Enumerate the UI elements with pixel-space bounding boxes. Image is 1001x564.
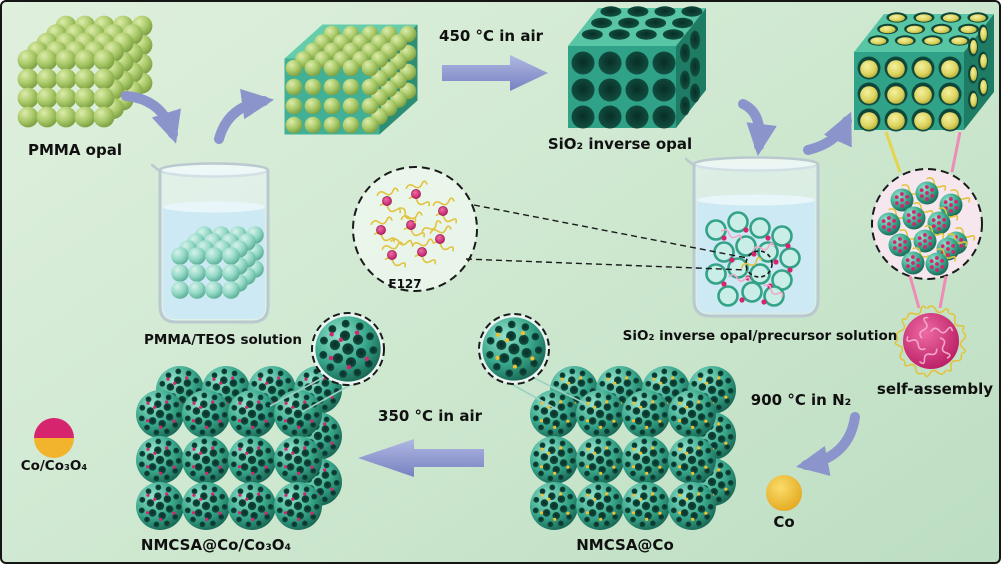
arrow-900c (795, 412, 860, 476)
sio2-inverse-opal-cube (568, 6, 706, 129)
precursor-solution-beaker (684, 156, 820, 318)
pmma-teos-solution-label: PMMA/TEOS solution (144, 332, 302, 348)
self-assembly-zoom (871, 131, 983, 378)
arrow-beaker-to-assembled-cube (803, 111, 852, 155)
zoom-dashed-connectors (465, 204, 773, 278)
nmcsa-co-zoom-circle (478, 313, 587, 411)
f127-label: F127 (388, 277, 422, 291)
micelle-filled-inverse-opal-cube (854, 12, 994, 132)
arrow-pmma-to-beaker (121, 91, 181, 144)
nmcsa-co-label: NMCSA@Co (576, 536, 674, 554)
co-legend-dot (766, 475, 802, 511)
sio2-inverse-opal-label: SiO₂ inverse opal (547, 135, 693, 153)
pmma-opal-label: PMMA opal (28, 141, 122, 159)
co-co3o4-legend-dot (34, 418, 74, 458)
arrow-inverse-opal-to-beaker (738, 99, 777, 157)
pmma-teos-beaker (150, 162, 270, 324)
pmma-opal-cube (17, 15, 153, 128)
co-co3o4-legend-label: Co/Co₃O₄ (20, 458, 88, 474)
nmcsa-co-co3o4-label: NMCSA@Co/Co₃O₄ (140, 536, 292, 554)
step-900-label: 900 °C in N₂ (750, 391, 852, 409)
arrow-beaker-to-infiltrated-opal (214, 88, 275, 144)
f127-micelle-inset (352, 166, 478, 292)
self-assembly-label: self-assembly (876, 380, 994, 398)
nmcsa-co-co3o4-cube (136, 366, 342, 530)
step-350-label: 350 °C in air (378, 407, 482, 425)
arrow-350c (358, 439, 484, 477)
infiltrated-opal-cube (284, 24, 418, 135)
arrow-450c (442, 55, 548, 91)
co-legend-label: Co (773, 513, 795, 531)
precursor-solution-label: SiO₂ inverse opal/precursor solution (622, 328, 898, 344)
step-450-label: 450 °C in air (439, 27, 543, 45)
nmcsa-co-co3o4-zoom-circle (269, 312, 385, 413)
